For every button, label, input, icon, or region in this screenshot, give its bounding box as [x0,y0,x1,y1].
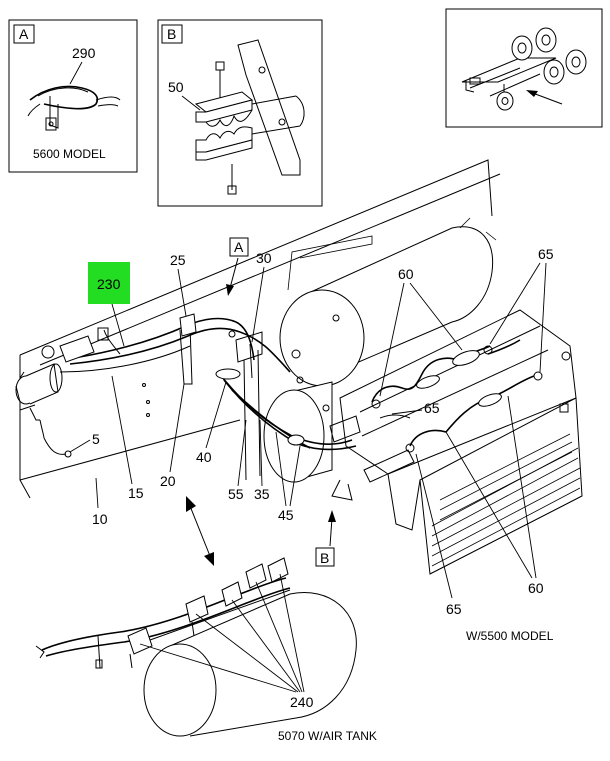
callout-20: 20 [160,473,176,489]
callout-290: 290 [72,45,96,61]
detail-a-letter: A [19,26,29,42]
double-arrow [186,496,214,566]
view-marker-b: B [315,510,336,567]
detail-b-letter: B [167,26,176,42]
callout-10: 10 [92,511,108,527]
clamp-block-drawing [194,39,305,195]
main-assembly: A B 230 25 30 5 15 20 10 40 55 [15,159,583,643]
air-tank-5070-view: 240 5070 W/AIR TANK [35,557,377,743]
detail-b-frame [157,19,323,207]
detail-a-view: A 290 5600 MODEL [8,19,138,173]
air-tank-lower [263,381,333,483]
clamp-drawing [27,85,121,131]
air-tank-upper [279,217,497,387]
callout-25: 25 [170,252,186,268]
callout-65-upper: 65 [538,246,554,262]
callout-35: 35 [254,486,270,502]
callout-40: 40 [196,449,212,465]
callout-230-highlight[interactable] [88,262,130,304]
battery-cables [363,339,543,483]
callout-45: 45 [278,507,294,523]
callout-55: 55 [228,486,244,502]
callout-50: 50 [168,79,184,95]
callout-230[interactable]: 230 [97,276,121,292]
locator-arrow [526,90,563,105]
callout-65-middle: 65 [424,400,440,416]
wiring-harness [39,313,361,501]
detail-b-letter-box [161,24,183,44]
detail-a-frame [8,19,138,173]
air-tank-5070 [143,589,357,737]
starter-motor [15,335,95,421]
detail-a-letter-box [13,24,35,44]
detail-b-view: B 50 [157,19,323,207]
view-marker-b-letter: B [320,550,329,566]
callout-240: 240 [290,694,314,710]
caption-5070-air-tank: 5070 W/AIR TANK [278,729,377,743]
callout-30: 30 [256,250,272,266]
callout-60-lower: 60 [528,580,544,596]
locator-frame [445,8,603,128]
view-marker-a: A [226,237,249,296]
view-marker-a-letter: A [234,239,244,255]
callout-60-upper: 60 [398,266,414,282]
callout-65-lower: 65 [446,601,462,617]
caption-w5500-model: W/5500 MODEL [466,629,554,643]
truck-chassis-sketch [461,27,587,111]
callout-5: 5 [92,431,100,447]
detail-a-caption: 5600 MODEL [33,147,106,161]
battery-box [339,309,583,575]
callout-15: 15 [128,485,144,501]
locator-view [445,8,603,128]
